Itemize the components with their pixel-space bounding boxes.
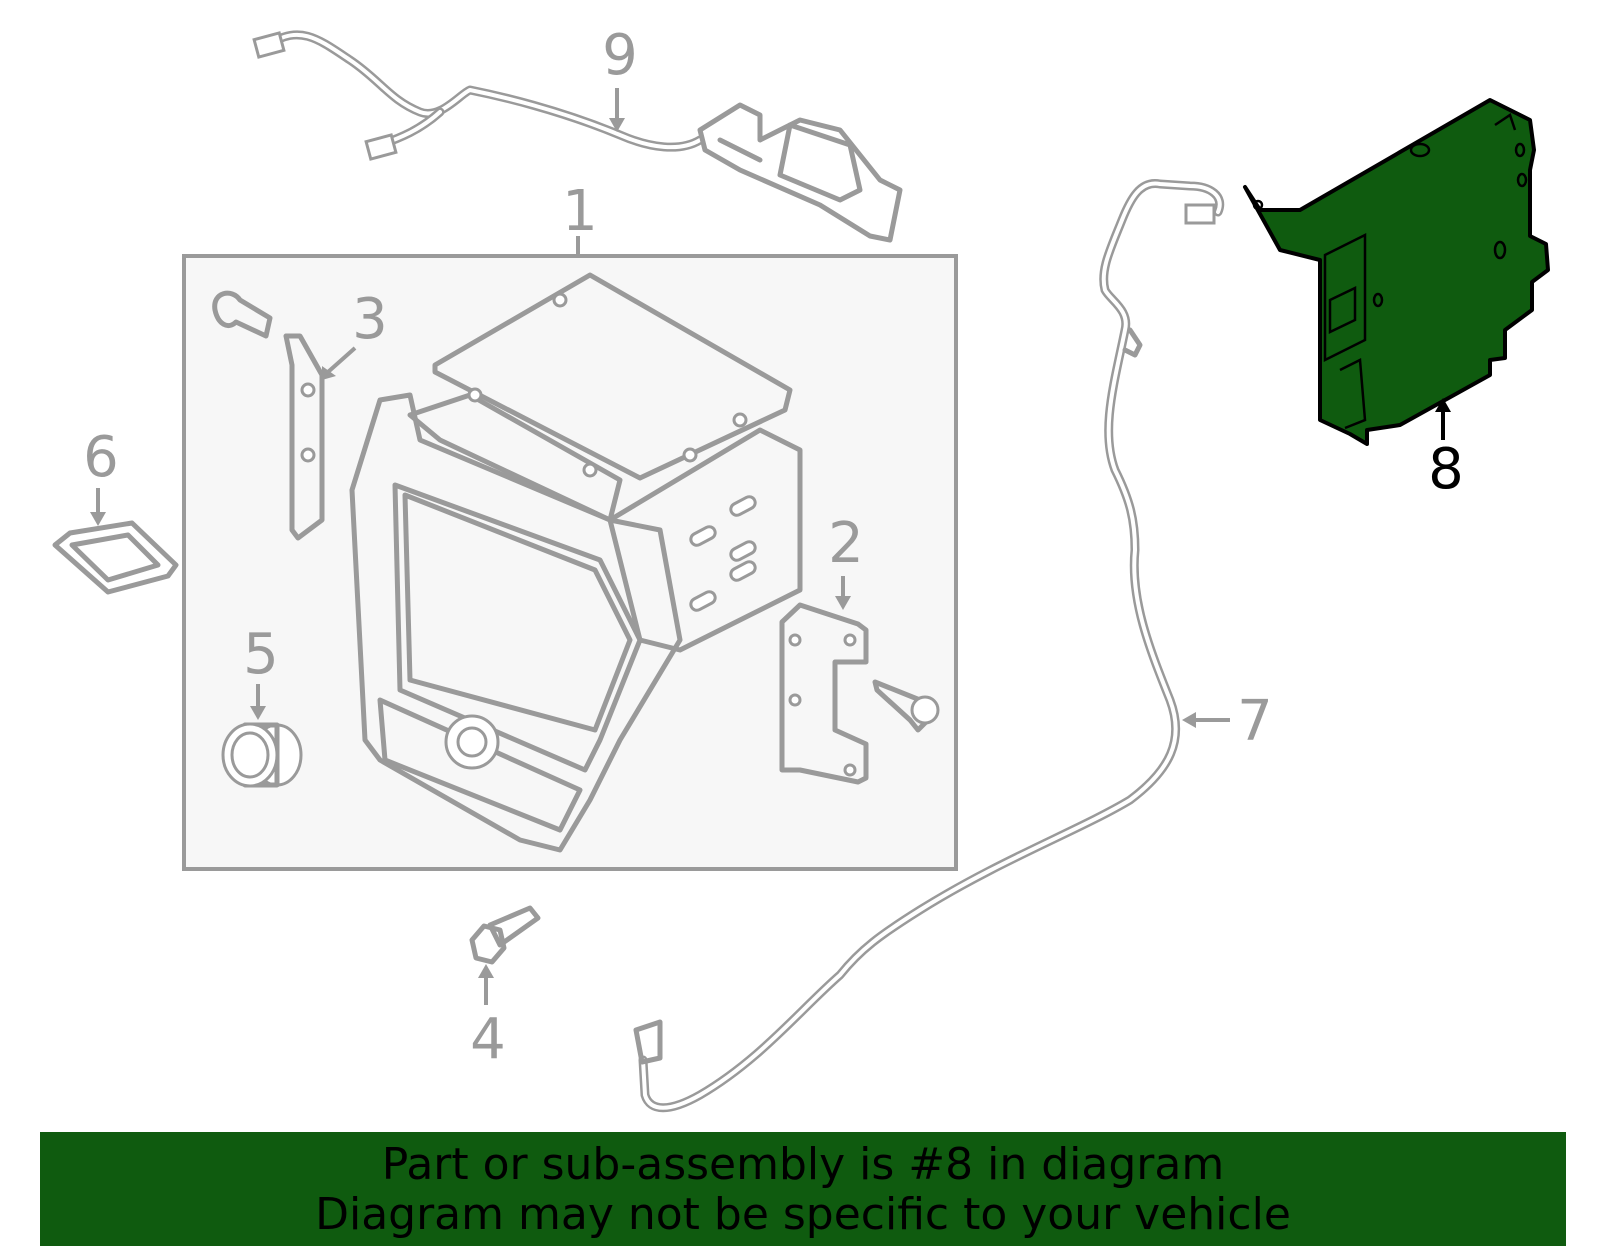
callout-3: 3 <box>352 287 388 352</box>
callout-1: 1 <box>562 179 598 244</box>
part-8-module[interactable] <box>1243 98 1550 446</box>
callout-4: 4 <box>470 1007 506 1072</box>
part-3-bracket[interactable] <box>212 290 325 541</box>
callout-8: 8 <box>1428 437 1464 502</box>
part-5-knob[interactable] <box>221 722 303 788</box>
callout-7: 7 <box>1237 689 1273 754</box>
callout-9: 9 <box>602 23 638 88</box>
part-2-bracket[interactable] <box>779 602 940 785</box>
part-9-harness[interactable] <box>252 30 903 243</box>
part-1-head-unit[interactable] <box>349 272 803 853</box>
callout-5: 5 <box>243 622 279 687</box>
info-banner: Part or sub-assembly is #8 in diagram Di… <box>40 1132 1566 1246</box>
part-6-trim[interactable] <box>52 520 179 595</box>
callout-2: 2 <box>828 511 864 576</box>
part-7-cable[interactable] <box>633 179 1225 1113</box>
banner-line-2: Diagram may not be specific to your vehi… <box>315 1189 1291 1240</box>
callout-6: 6 <box>83 425 119 490</box>
part-8-body[interactable] <box>1243 98 1550 446</box>
part-4-bolt[interactable] <box>469 905 541 965</box>
banner-line-1: Part or sub-assembly is #8 in diagram <box>381 1139 1225 1190</box>
